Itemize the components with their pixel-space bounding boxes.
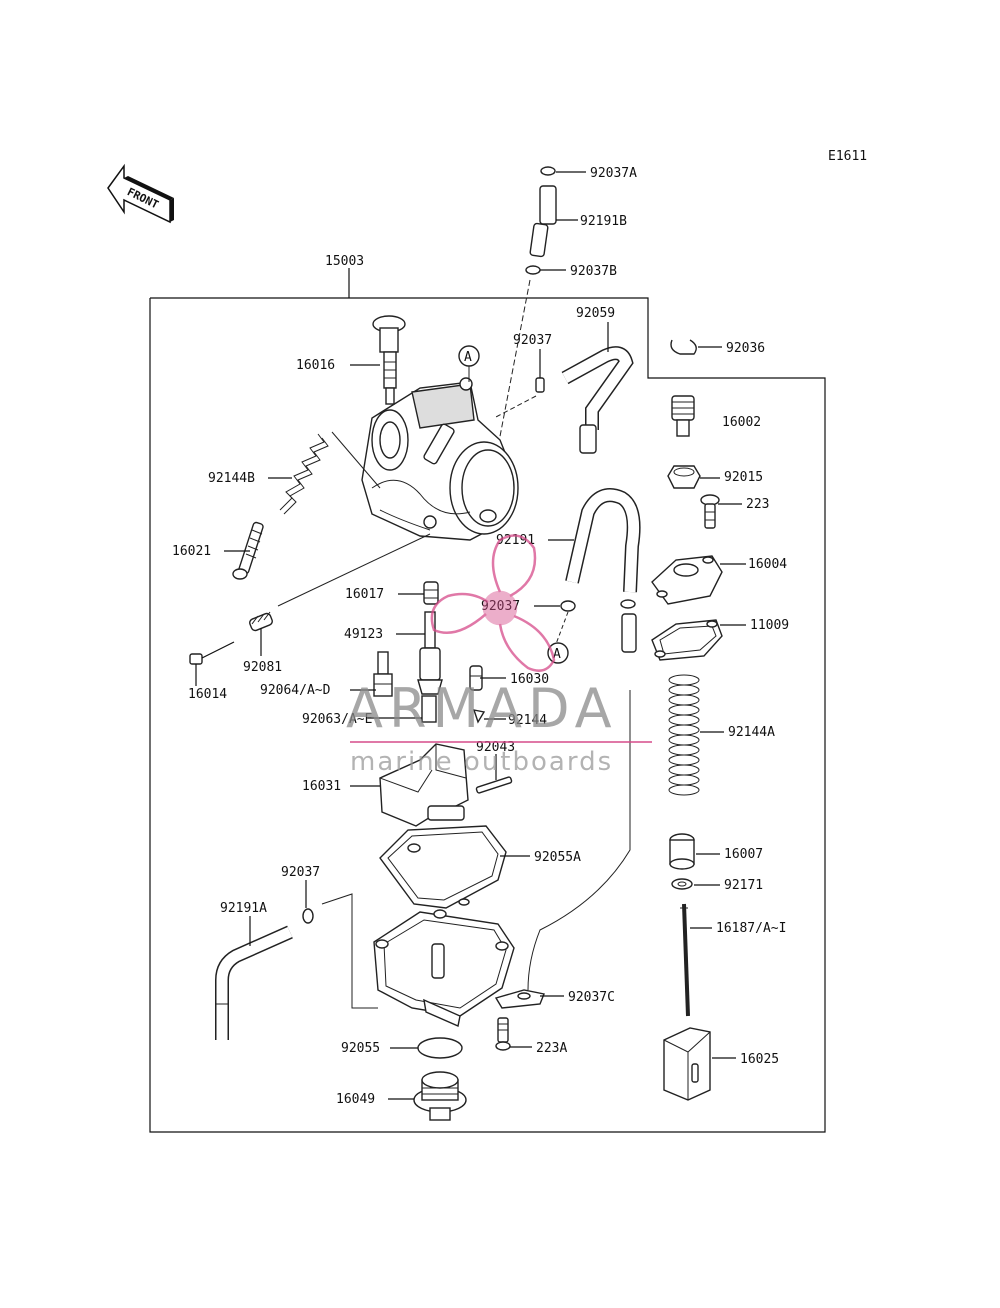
- label-92043: 92043: [476, 740, 515, 755]
- diagram-code: E1611: [828, 149, 867, 164]
- label-92055: 92055: [341, 1041, 380, 1056]
- front-arrow-icon: FRONT: [107, 163, 174, 224]
- label-92037A: 92037A: [590, 166, 637, 181]
- label-16016: 16016: [296, 358, 335, 373]
- part-16007: [669, 833, 695, 870]
- label-16017: 16017: [345, 587, 384, 602]
- watermark-tagline: marine outboards: [350, 747, 613, 777]
- svg-text:A: A: [464, 350, 472, 365]
- label-223A: 223A: [536, 1041, 567, 1056]
- needle-16187: [680, 903, 690, 1017]
- watermark: ARMADA marine outboards: [346, 534, 652, 777]
- label-11009: 11009: [750, 618, 789, 633]
- hose-92191: [527, 488, 641, 991]
- callout-a-top: A: [458, 345, 480, 382]
- leader-bowl-drain: [321, 893, 378, 1009]
- part-16002: [671, 395, 695, 437]
- label-92064: 92064/A~D: [260, 683, 331, 698]
- clip-92036: [670, 339, 697, 355]
- part-92064: [373, 651, 393, 697]
- watermark-brand: ARMADA: [346, 677, 618, 740]
- label-92037-low: 92037: [281, 865, 320, 880]
- label-49123: 49123: [344, 627, 383, 642]
- leader-lines: [195, 171, 746, 1100]
- label-223: 223: [746, 497, 769, 512]
- clip-92171: [671, 878, 693, 890]
- bracket-92037C: [494, 989, 545, 1009]
- pin-92043: [475, 776, 513, 794]
- carburetor-body: [361, 377, 519, 541]
- part-16016-starter-plunger: [372, 315, 406, 405]
- part-labels: 15003 92037A 92191B 92037B 92059 92037 9…: [172, 166, 789, 1107]
- float-16031: [379, 743, 469, 827]
- label-92037B: 92037B: [570, 264, 617, 279]
- label-92037-top: 92037: [513, 333, 552, 348]
- label-92144A: 92144A: [728, 725, 775, 740]
- throttle-valve-16025: [663, 1027, 711, 1101]
- oring-92055: [417, 1037, 463, 1059]
- propeller-logo-icon: [430, 534, 556, 672]
- grommet-92037-mid: [555, 600, 576, 645]
- label-16007: 16007: [724, 847, 763, 862]
- label-92191A: 92191A: [220, 901, 267, 916]
- label-16049: 16049: [336, 1092, 375, 1107]
- label-15003: 15003: [325, 254, 364, 269]
- screw-16014: [189, 641, 235, 665]
- svg-text:A: A: [553, 647, 561, 662]
- label-92015: 92015: [724, 470, 763, 485]
- spring-92081: [249, 533, 431, 632]
- label-16021: 16021: [172, 544, 211, 559]
- label-92055A: 92055A: [534, 850, 581, 865]
- label-16004: 16004: [748, 557, 787, 572]
- screw-223A: [495, 1017, 511, 1051]
- hose-92059: [561, 346, 634, 454]
- washer-92144: [472, 709, 486, 724]
- label-92036: 92036: [726, 341, 765, 356]
- part-16030: [469, 665, 483, 691]
- label-92191B: 92191B: [580, 214, 627, 229]
- screw-223: [700, 494, 720, 529]
- label-92059: 92059: [576, 306, 615, 321]
- label-92063: 92063/A~E: [302, 712, 372, 727]
- label-16002: 16002: [722, 415, 761, 430]
- label-92171: 92171: [724, 878, 763, 893]
- label-16025: 16025: [740, 1052, 779, 1067]
- gasket-11009: [651, 619, 723, 661]
- screw-16021: [232, 521, 264, 580]
- plug-16049: [413, 1071, 467, 1121]
- label-92144: 92144: [508, 713, 547, 728]
- label-92144B: 92144B: [208, 471, 255, 486]
- assembly-frame: [149, 268, 826, 1133]
- label-16031: 16031: [302, 779, 341, 794]
- label-16187: 16187/A~I: [716, 921, 786, 936]
- label-16030: 16030: [510, 672, 549, 687]
- label-92037C: 92037C: [568, 990, 615, 1005]
- label-92081: 92081: [243, 660, 282, 675]
- hose-92191A: [215, 908, 314, 1040]
- spring-92144B: [279, 431, 381, 515]
- label-92037-mid: 92037: [481, 599, 520, 614]
- hose-92191B: [496, 166, 557, 453]
- nut-92015: [667, 465, 701, 489]
- grommet-92037-top: [493, 377, 545, 419]
- cap-16004: [651, 555, 723, 605]
- gasket-92055A: [379, 825, 507, 909]
- float-bowl: [373, 909, 515, 1027]
- spring-92144A: [668, 674, 700, 796]
- part-16017: [423, 581, 439, 605]
- label-16014: 16014: [188, 687, 227, 702]
